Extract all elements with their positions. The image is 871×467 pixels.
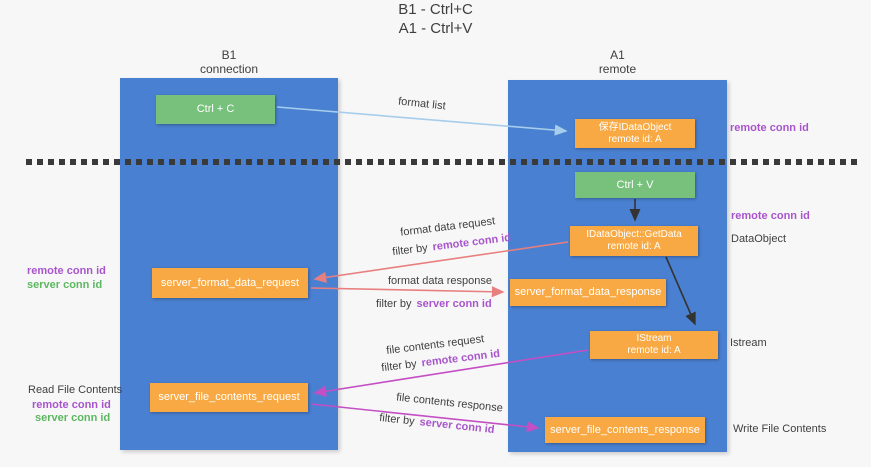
left-column-role: connection <box>199 62 259 76</box>
left-column-name: B1 <box>221 48 237 62</box>
node-save-idataobject-line1: 保存IDataObject <box>598 121 672 133</box>
node-server-format-data-request: server_format_data_request <box>152 268 308 298</box>
node-istream-line1: IStream <box>636 333 672 344</box>
node-save-idataobject: 保存IDataObject remote id: A <box>575 119 695 148</box>
right-column-role: remote <box>598 62 637 76</box>
node-server-format-data-response-label: server_format_data_response <box>514 286 662 298</box>
filter-by-text: filter by <box>380 357 421 375</box>
right-column-name: A1 <box>610 48 625 62</box>
filter-by-text: filter by <box>376 298 415 310</box>
node-ctrl-v-label: Ctrl + V <box>616 178 654 191</box>
node-save-idataobject-line2: remote id: A <box>608 133 662 145</box>
edge-label-format-data-response: format data response <box>388 275 492 287</box>
annotation-remote-conn-id-top: remote conn id <box>730 122 809 134</box>
node-server-format-data-response: server_format_data_response <box>510 279 666 306</box>
node-istream: IStream remote id: A <box>590 331 718 359</box>
node-server-file-contents-response: server_file_contents_response <box>545 417 705 443</box>
node-server-format-data-request-label: server_format_data_request <box>160 276 300 289</box>
annotation-remote-conn-id-left2: remote conn id <box>32 399 111 411</box>
annotation-remote-conn-id-mid: remote conn id <box>731 210 810 222</box>
node-server-file-contents-request-label: server_file_contents_request <box>158 391 300 403</box>
filter-by-text: filter by <box>378 411 419 428</box>
title-line-1: B1 - Ctrl+C <box>398 1 473 18</box>
node-idataobject-getdata: IDataObject::GetData remote id: A <box>570 226 698 256</box>
annotation-server-conn-id-left1: server conn id <box>27 279 103 291</box>
title-line-2: A1 - Ctrl+V <box>398 20 473 37</box>
filter-by-text: filter by <box>391 241 432 259</box>
filter-remote-conn-id-text: remote conn id <box>431 231 512 254</box>
edge-label-filter-server-1: filter by server conn id <box>376 298 492 310</box>
node-idataobject-getdata-line1: IDataObject::GetData <box>586 229 682 240</box>
arrow-format-data-response <box>310 286 505 298</box>
annotation-read-file-contents: Read File Contents <box>28 384 123 396</box>
annotation-remote-conn-id-left1: remote conn id <box>27 265 106 277</box>
node-ctrl-c: Ctrl + C <box>156 95 275 124</box>
annotation-dataobject: DataObject <box>731 233 787 245</box>
node-ctrl-v: Ctrl + V <box>575 172 695 198</box>
edge-label-format-list: format list <box>397 95 447 113</box>
annotation-write-file-contents: Write File Contents <box>733 423 827 435</box>
annotation-istream: Istream <box>730 337 767 349</box>
filter-server-conn-id-text: server conn id <box>418 416 496 437</box>
node-ctrl-c-label: Ctrl + C <box>196 103 235 115</box>
edge-label-file-contents-response: file contents response <box>395 391 504 415</box>
filter-server-conn-id-text: server conn id <box>416 298 492 310</box>
node-idataobject-getdata-line2: remote id: A <box>607 241 661 252</box>
session-divider-dashed-line <box>26 159 861 165</box>
left-column-header: B1 connection <box>120 48 338 76</box>
right-column-header: A1 remote <box>508 48 727 76</box>
diagram-title: B1 - Ctrl+C A1 - Ctrl+V <box>0 0 871 38</box>
node-istream-line2: remote id: A <box>627 345 681 356</box>
edge-label-filter-server-2: filter by server conn id <box>379 412 495 436</box>
node-server-file-contents-response-label: server_file_contents_response <box>550 423 700 436</box>
node-server-file-contents-request: server_file_contents_request <box>150 383 308 412</box>
annotation-server-conn-id-left2: server conn id <box>35 412 111 424</box>
